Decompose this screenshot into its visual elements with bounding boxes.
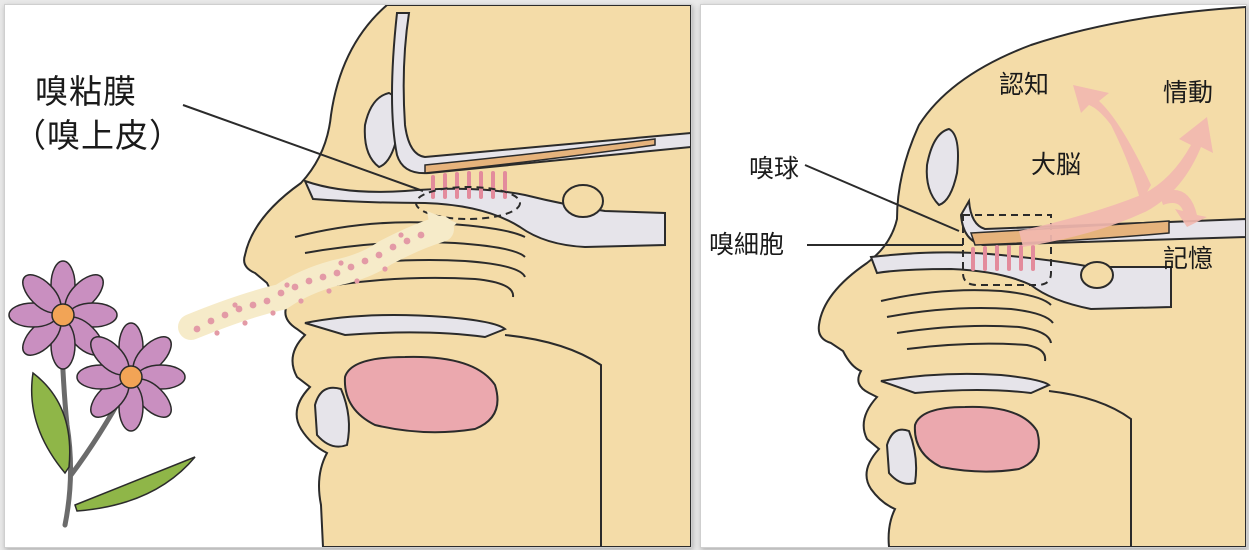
label-olfactory-epithelium: （嗅上皮） bbox=[13, 117, 183, 155]
lower-teeth bbox=[315, 388, 349, 447]
left-diagram-panel: 嗅粘膜 （嗅上皮） bbox=[4, 4, 692, 548]
right-diagram-panel: 認知 情動 大脳 嗅球 嗅細胞 記憶 bbox=[700, 4, 1247, 548]
label-memory: 記憶 bbox=[1163, 245, 1213, 274]
tongue bbox=[345, 357, 498, 432]
label-olfactory-cell: 嗅細胞 bbox=[709, 231, 784, 260]
flower-bottom bbox=[77, 323, 185, 431]
sphenoid-sinus bbox=[1081, 262, 1113, 288]
label-cerebrum: 大脳 bbox=[1031, 151, 1081, 180]
label-olfactory-bulb: 嗅球 bbox=[749, 155, 799, 184]
sphenoid-sinus bbox=[563, 185, 603, 217]
lower-teeth bbox=[887, 430, 916, 484]
label-cognition: 認知 bbox=[999, 71, 1049, 100]
label-olfactory-mucosa: 嗅粘膜 bbox=[35, 73, 137, 111]
leaf-right bbox=[75, 457, 195, 511]
olfactory-receptors bbox=[433, 173, 505, 197]
tongue bbox=[915, 407, 1039, 472]
flower-plant bbox=[9, 261, 195, 525]
label-emotion: 情動 bbox=[1163, 79, 1213, 108]
